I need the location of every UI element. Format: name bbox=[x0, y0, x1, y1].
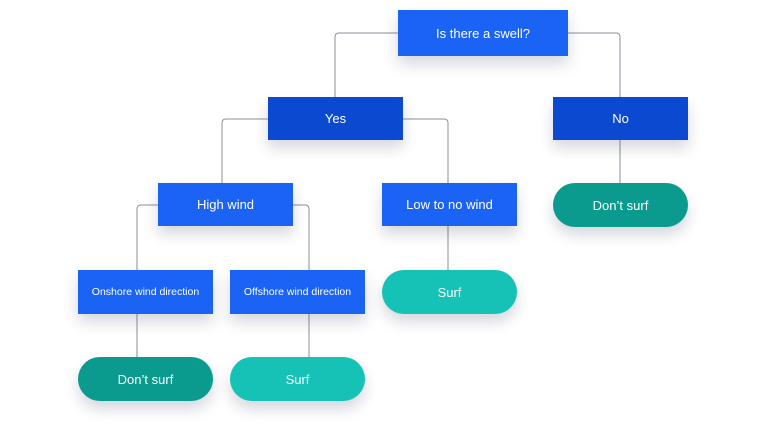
node-offshore-surf: Surf bbox=[230, 357, 365, 401]
node-yes: Yes bbox=[268, 97, 403, 140]
connector-root-yes bbox=[334, 32, 398, 97]
node-is-there-a-swell: Is there a swell? bbox=[398, 10, 568, 56]
node-label: Surf bbox=[285, 371, 310, 387]
node-onshore-wind-direction: Onshore wind direction bbox=[78, 270, 213, 314]
node-label: Is there a swell? bbox=[436, 25, 530, 41]
connector-high-wind-offshore bbox=[293, 204, 310, 270]
connector-high-wind-onshore bbox=[136, 204, 158, 270]
node-label: Offshore wind direction bbox=[243, 286, 352, 298]
node-label: Surf bbox=[437, 284, 462, 300]
connector-yes-high-wind bbox=[221, 118, 268, 183]
node-label: Yes bbox=[324, 111, 347, 126]
node-label: Don’t surf bbox=[117, 371, 174, 387]
node-low-wind-surf: Surf bbox=[382, 270, 517, 314]
node-label: Onshore wind direction bbox=[91, 286, 200, 298]
node-high-wind: High wind bbox=[158, 183, 293, 226]
node-no: No bbox=[553, 97, 688, 140]
connector-yes-low-wind bbox=[403, 118, 449, 183]
node-low-to-no-wind: Low to no wind bbox=[382, 183, 517, 226]
node-label: Low to no wind bbox=[406, 197, 493, 212]
node-label: Don’t surf bbox=[592, 197, 649, 213]
node-onshore-dont-surf: Don’t surf bbox=[78, 357, 213, 401]
node-label: High wind bbox=[196, 197, 255, 212]
node-no-dont-surf: Don’t surf bbox=[553, 183, 688, 227]
node-label: No bbox=[612, 111, 629, 126]
connector-root-no bbox=[568, 32, 621, 97]
node-offshore-wind-direction: Offshore wind direction bbox=[230, 270, 365, 314]
